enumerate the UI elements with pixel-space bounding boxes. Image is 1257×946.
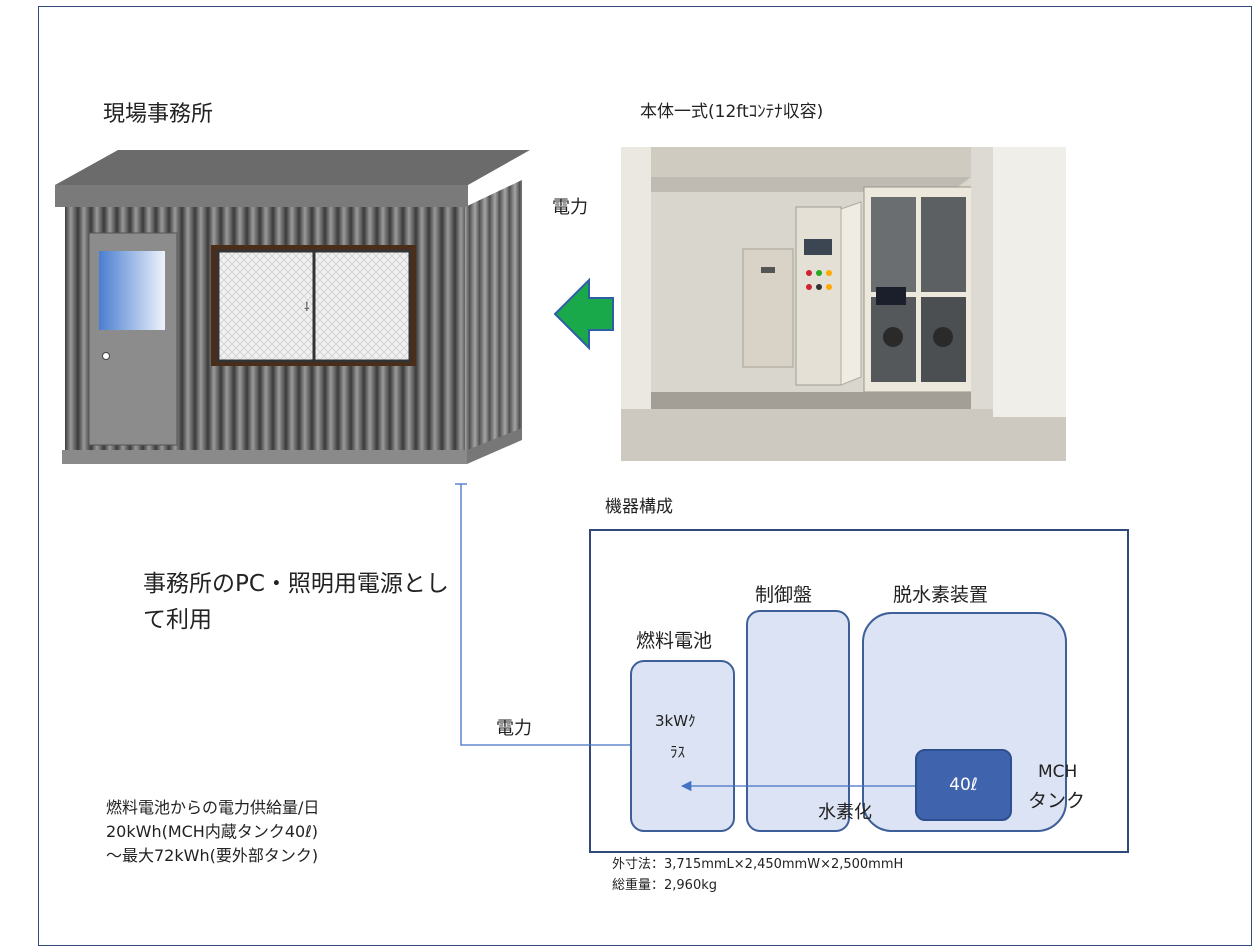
fuel-cell-unit xyxy=(630,660,735,832)
power-arrow xyxy=(553,277,614,351)
supply-line2: 20kWh(MCH内蔵タンク40ℓ) xyxy=(106,822,319,841)
fuel-cell-label: 燃料電池 xyxy=(636,630,713,652)
power-label-mid: 電力 xyxy=(496,718,532,739)
svg-text:⸸: ⸸ xyxy=(304,300,310,314)
container-photo xyxy=(621,147,1066,461)
spec-info: 外寸法：3,715mmL×2,450mmW×2,500mmH 総重量：2,960… xyxy=(612,854,903,896)
spec-dimensions: 外寸法：3,715mmL×2,450mmW×2,500mmH xyxy=(612,857,904,872)
fuel-cell-capacity-line2: ﾗｽ xyxy=(670,743,686,761)
mch-label-line1: MCH xyxy=(1038,762,1078,782)
supply-line3: ～最大72kWh(要外部タンク) xyxy=(106,846,319,865)
mch-tank: 40ℓ xyxy=(915,749,1012,821)
fuel-cell-capacity-line1: 3kWｸ xyxy=(655,712,696,730)
equipment-title: 機器構成 xyxy=(605,497,673,517)
supply-info: 燃料電池からの電力供給量/日 20kWh(MCH内蔵タンク40ℓ) ～最大72k… xyxy=(106,796,319,868)
usage-description: 事務所のPC・照明用電源として利用 xyxy=(143,571,449,633)
power-label-top: 電力 xyxy=(552,197,588,218)
hydrogenation-label: 水素化 xyxy=(818,802,872,823)
control-panel-unit xyxy=(746,610,850,832)
container-title: 本体一式(12ftｺﾝﾃﾅ収容) xyxy=(640,102,824,122)
control-panel-label: 制御盤 xyxy=(755,584,813,606)
spec-weight: 総重量：2,960kg xyxy=(612,878,717,893)
dehydrogenation-label: 脱水素装置 xyxy=(893,584,989,606)
mch-label-line2: タンク xyxy=(1028,790,1086,812)
supply-line1: 燃料電池からの電力供給量/日 xyxy=(106,798,320,817)
tank-value: 40ℓ xyxy=(949,775,978,795)
office-title: 現場事務所 xyxy=(103,102,214,127)
site-office-illustration: ⸸ xyxy=(55,150,530,464)
